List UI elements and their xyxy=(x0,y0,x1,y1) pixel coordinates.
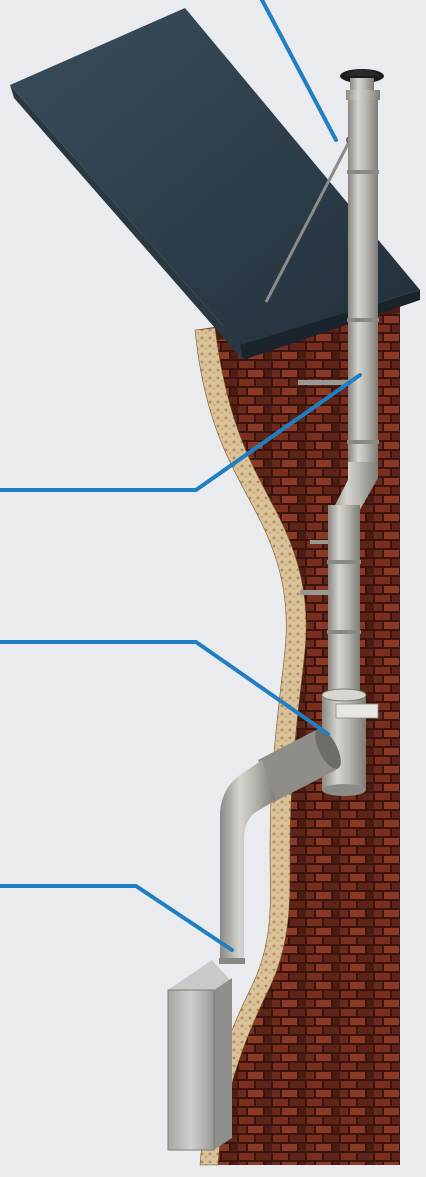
upper-flue-liner xyxy=(347,98,379,468)
stove xyxy=(168,960,232,1150)
lower-flue-liner xyxy=(327,505,361,695)
rain-cap xyxy=(340,69,384,100)
callout-connector-pipe xyxy=(0,886,232,950)
connector-pipe xyxy=(219,760,276,964)
